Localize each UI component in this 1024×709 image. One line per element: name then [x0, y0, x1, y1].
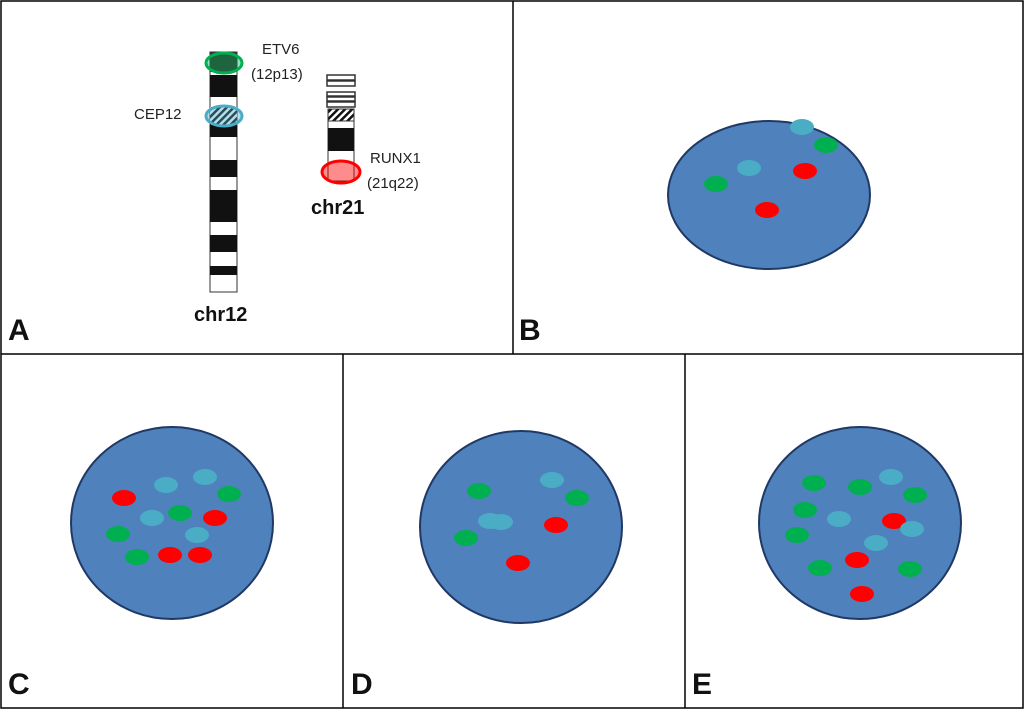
signal-green: [898, 561, 922, 577]
signal-green: [802, 475, 826, 491]
signal-green: [467, 483, 491, 499]
signal-cyan: [864, 535, 888, 551]
chromosome-12-ideogram: [204, 51, 244, 293]
signal-red: [793, 163, 817, 179]
nucleus: [419, 430, 623, 624]
chromosome-21-ideogram: [320, 74, 362, 185]
cep12-label: CEP12: [134, 106, 182, 123]
signal-red: [158, 547, 182, 563]
signal-cyan: [737, 160, 761, 176]
panel-label-b: B: [519, 314, 541, 347]
signal-green: [454, 530, 478, 546]
nucleus-panel-c: [70, 426, 274, 620]
etv6-band-label: (12p13): [251, 66, 303, 83]
signal-cyan: [790, 119, 814, 135]
signal-green: [704, 176, 728, 192]
signal-red: [845, 552, 869, 568]
signal-red: [755, 202, 779, 218]
signal-green: [168, 505, 192, 521]
signal-green: [793, 502, 817, 518]
panel-label-d: D: [351, 668, 373, 701]
signal-cyan: [140, 510, 164, 526]
signal-green: [217, 486, 241, 502]
signal-red: [544, 517, 568, 533]
panel-label-a: A: [8, 314, 30, 347]
signal-green: [785, 527, 809, 543]
signal-red: [850, 586, 874, 602]
etv6-probe-marker: [204, 51, 244, 75]
signal-red: [506, 555, 530, 571]
signal-green: [903, 487, 927, 503]
nucleus: [667, 120, 871, 270]
signal-cyan: [900, 521, 924, 537]
signal-green: [814, 137, 838, 153]
signal-cyan: [193, 469, 217, 485]
signal-green: [808, 560, 832, 576]
panel-label-c: C: [8, 668, 30, 701]
runx1-label: RUNX1: [370, 150, 421, 167]
signal-red: [112, 490, 136, 506]
nucleus: [70, 426, 274, 620]
runx1-band-label: (21q22): [367, 175, 419, 192]
signal-red: [882, 513, 906, 529]
etv6-label: ETV6: [262, 41, 300, 58]
chr12-label: chr12: [194, 304, 247, 326]
signal-cyan: [185, 527, 209, 543]
signal-red: [188, 547, 212, 563]
signal-cyan: [879, 469, 903, 485]
signal-cyan: [540, 472, 564, 488]
signal-red: [203, 510, 227, 526]
nucleus-panel-d: [419, 430, 623, 624]
signal-cyan: [827, 511, 851, 527]
signal-green: [848, 479, 872, 495]
nucleus-panel-e: [758, 426, 962, 620]
signal-green: [106, 526, 130, 542]
signal-cyan: [154, 477, 178, 493]
nucleus-panel-b: [667, 119, 871, 270]
cep12-probe-marker: [204, 104, 244, 128]
signal-green: [565, 490, 589, 506]
panel-label-e: E: [692, 668, 712, 701]
signal-green: [125, 549, 149, 565]
runx1-probe-marker: [320, 159, 362, 185]
signal-cyan: [489, 514, 513, 530]
chr21-label: chr21: [311, 197, 364, 219]
